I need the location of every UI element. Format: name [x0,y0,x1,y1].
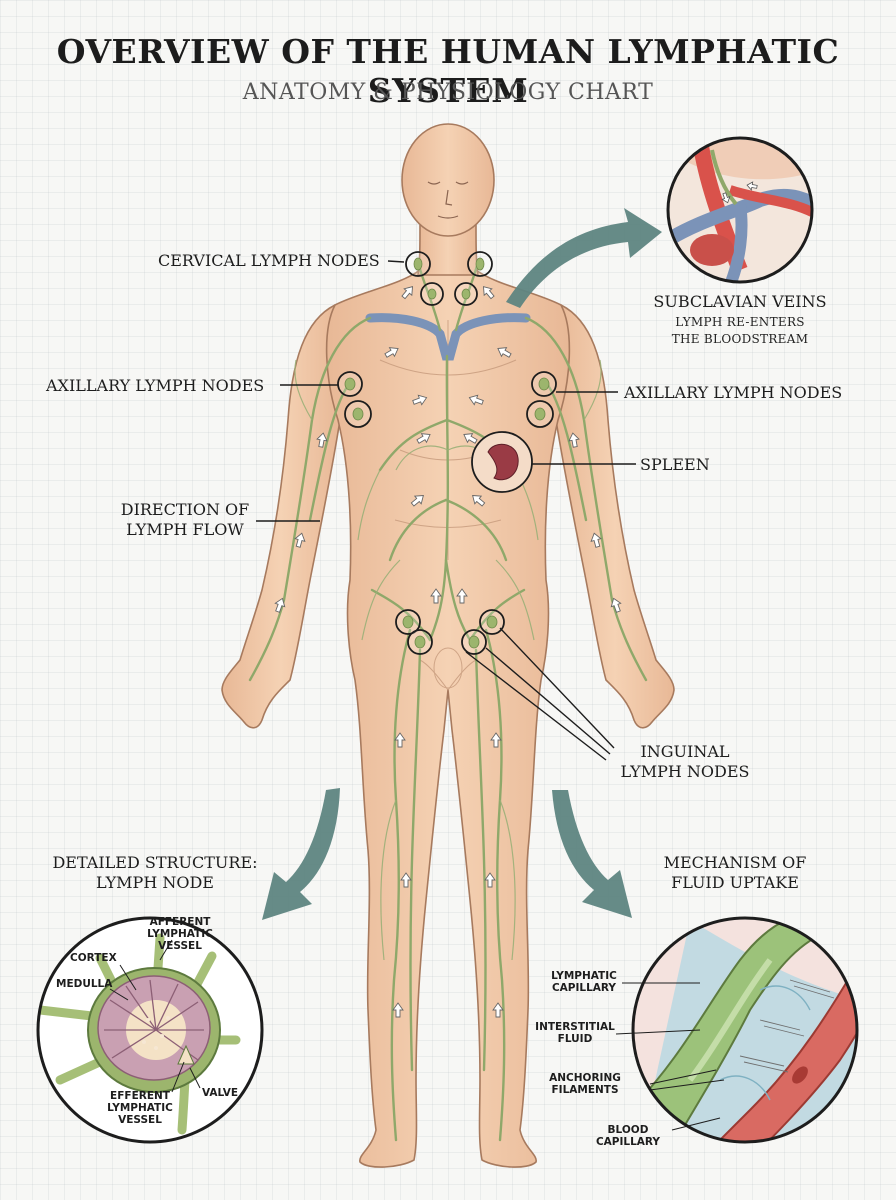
node-inset-heading-line-2: LYMPH NODE [96,873,214,892]
subclavian-note: LYMPH RE-ENTERS THE BLOODSTREAM [640,314,840,348]
label-axillary-left: AXILLARY LYMPH NODES [46,376,265,395]
label-lymphatic-capillary: LYMPHATIC CAPILLARY [544,970,624,994]
label-axillary-right: AXILLARY LYMPH NODES [624,383,843,402]
efferent-line-3: VESSEL [118,1114,162,1127]
efferent-line-2: LYMPHATIC [107,1102,173,1115]
node-inset-heading-line-1: DETAILED STRUCTURE: [52,853,258,872]
lymphatic-capillary-line-2: CAPILLARY [551,982,617,995]
node-inset-heading: DETAILED STRUCTURE: LYMPH NODE [40,853,270,893]
label-afferent-vessel: AFFERENT LYMPHATIC VESSEL [140,916,220,952]
label-medulla: MEDULLA [56,978,113,990]
subclavian-note-line-1: LYMPH RE-ENTERS [675,315,805,329]
label-cortex: CORTEX [70,952,117,964]
label-blood-capillary: BLOOD CAPILLARY [588,1124,668,1148]
label-lymph-flow-line-2: LYMPH FLOW [126,520,244,539]
anchoring-filaments-line-2: FILAMENTS [551,1084,619,1097]
label-subclavian-veins: SUBCLAVIAN VEINS [653,292,827,311]
lymph-vessels [248,260,648,1142]
leader-lines [256,260,636,761]
label-efferent-vessel: EFFERENT LYMPHATIC VESSEL [100,1090,180,1126]
callout-arrows [262,208,662,920]
afferent-line-3: VESSEL [158,940,202,953]
label-inguinal: INGUINAL LYMPH NODES [600,742,770,782]
afferent-line-2: LYMPHATIC [147,928,213,941]
fluid-uptake-inset [615,916,859,1144]
anchoring-filaments-line-1: ANCHORING [549,1072,621,1084]
label-anchoring-filaments: ANCHORING FILAMENTS [540,1072,630,1096]
uptake-inset-heading-line-1: MECHANISM OF [663,853,807,872]
face [427,181,469,219]
label-cervical-lymph-nodes: CERVICAL LYMPH NODES [158,251,380,270]
label-inguinal-line-1: INGUINAL [640,742,730,761]
efferent-line-1: EFFERENT [110,1090,170,1102]
subclavian-note-line-2: THE BLOODSTREAM [671,331,809,346]
subclavian-inset [666,136,814,284]
label-interstitial-fluid: INTERSTITIAL FLUID [530,1021,620,1045]
lymph-flow-arrows [274,286,622,1018]
label-valve: VALVE [202,1087,239,1099]
afferent-line-1: AFFERENT [149,916,211,928]
spleen-marker [471,431,533,493]
label-inguinal-line-2: LYMPH NODES [620,762,750,781]
blood-capillary-line-1: BLOOD [607,1124,649,1136]
interstitial-fluid-line-2: FLUID [557,1033,593,1046]
lymph-node-inset [36,916,264,1144]
lymphatic-capillary-line-1: LYMPHATIC [551,970,617,982]
blood-capillary-line-2: CAPILLARY [595,1136,661,1149]
page-subtitle: ANATOMY & PHYSIOLOGY CHART [242,80,654,105]
interstitial-fluid-line-1: INTERSTITIAL [535,1021,615,1033]
page-title: OVERVIEW OF THE HUMAN LYMPHATIC SYSTEM [56,32,840,110]
label-spleen: SPLEEN [640,455,710,474]
uptake-inset-heading: MECHANISM OF FLUID UPTAKE [630,853,840,893]
human-body [221,123,675,1168]
label-lymph-flow: DIRECTION OF LYMPH FLOW [110,500,260,540]
spleen-organ [487,443,519,481]
uptake-inset-heading-line-2: FLUID UPTAKE [671,873,799,892]
label-lymph-flow-line-1: DIRECTION OF [120,500,250,519]
